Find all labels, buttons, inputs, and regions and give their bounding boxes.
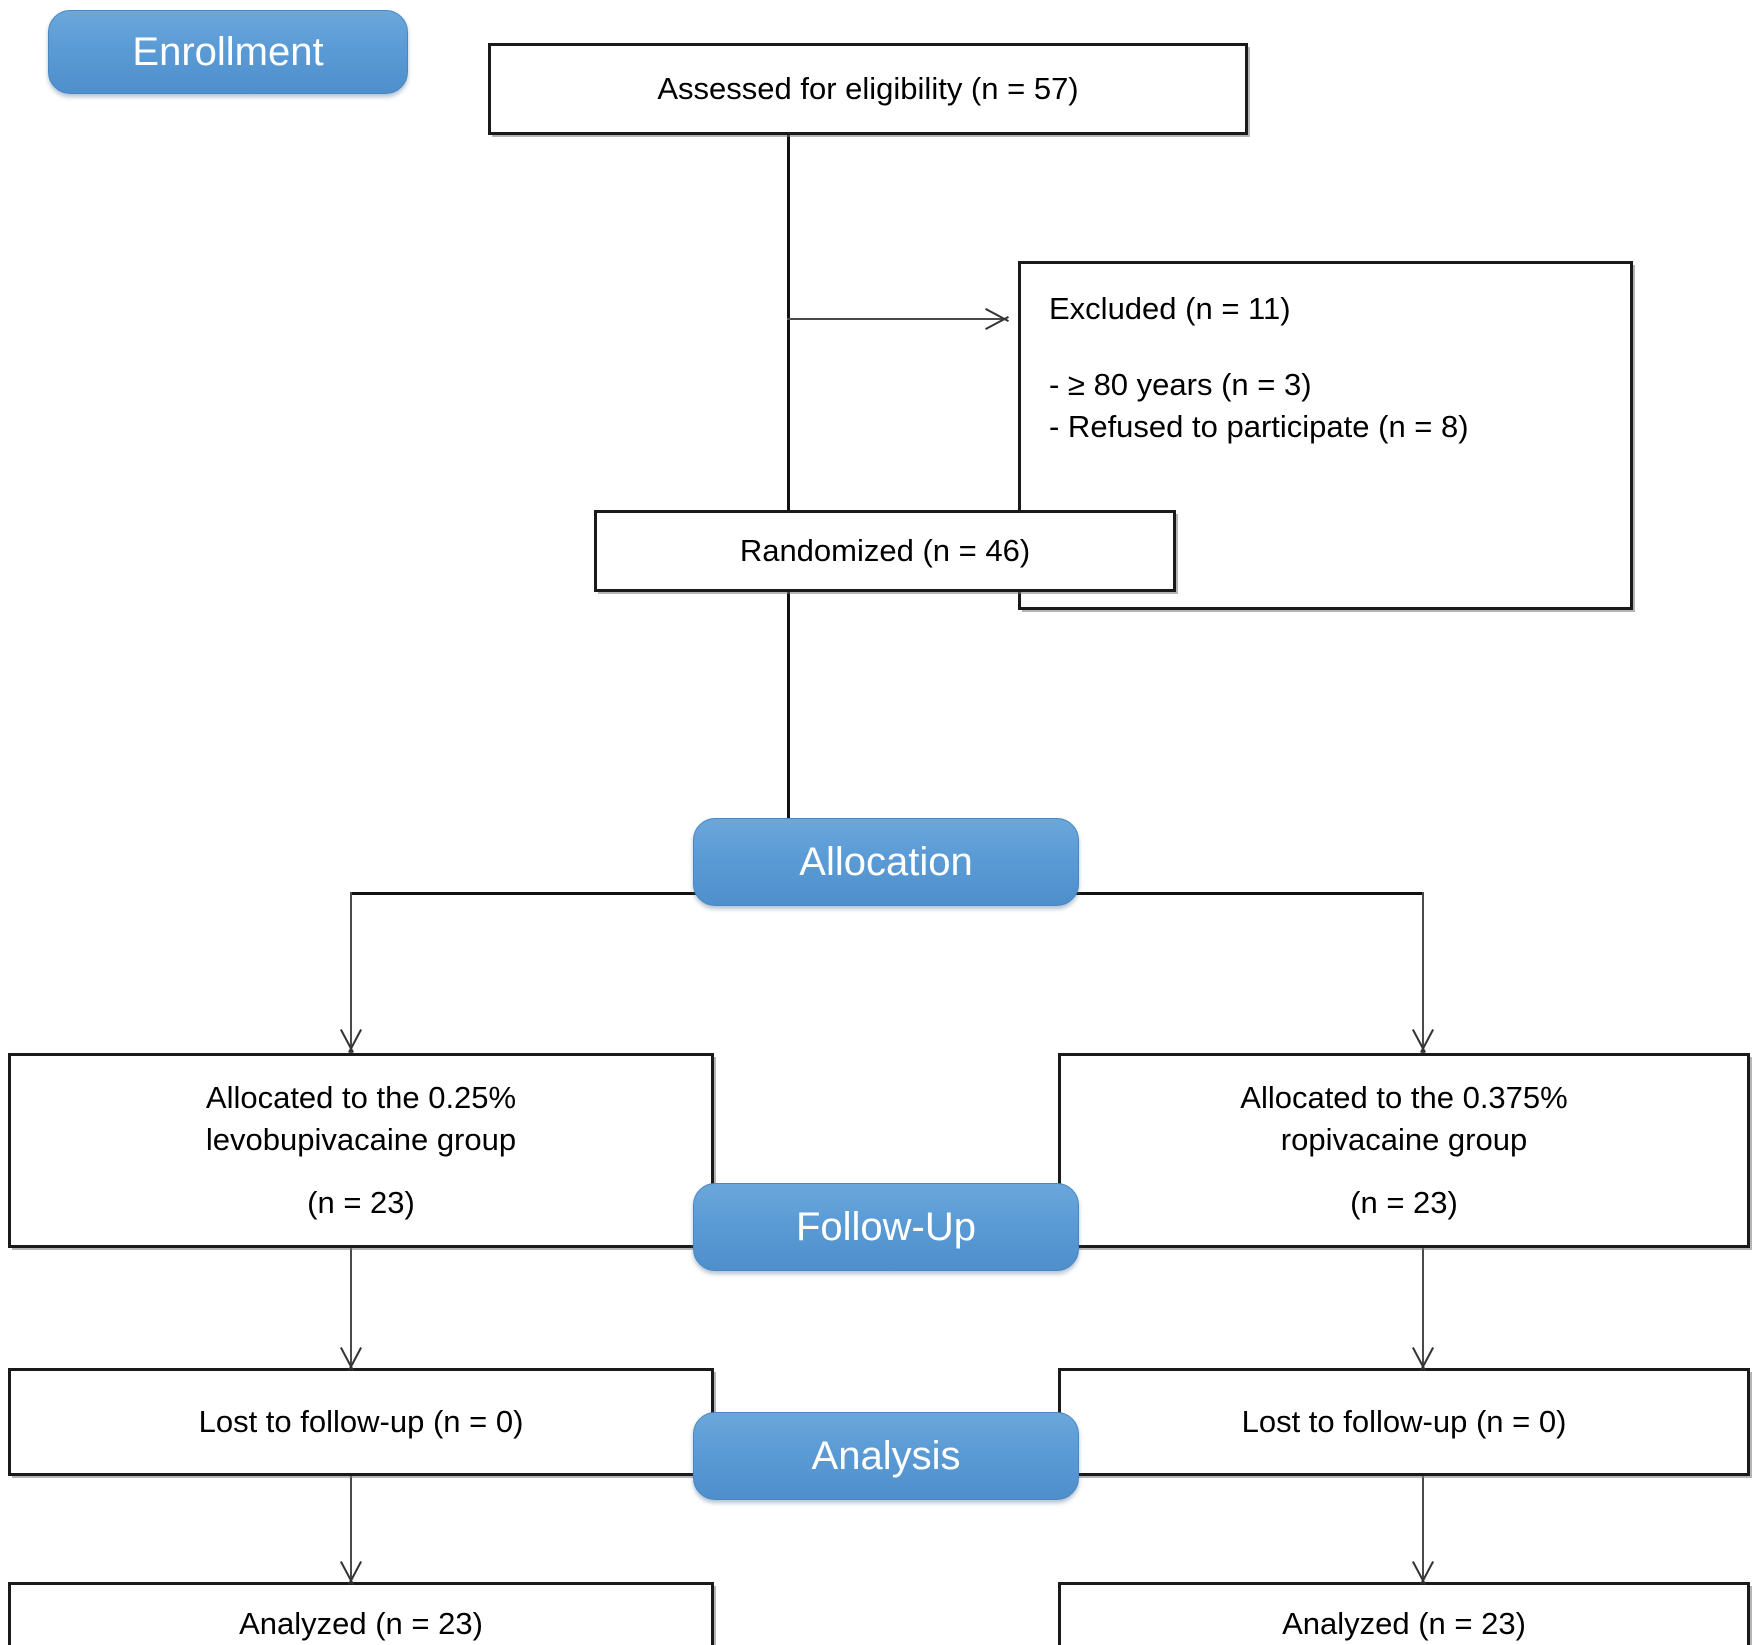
- arrowhead-right-followup: [1410, 1348, 1436, 1370]
- node-allocated-ropivacaine-line2: ropivacaine group: [1280, 1121, 1528, 1157]
- stage-badge-allocation: Allocation: [693, 818, 1079, 906]
- connector-right-followup-to-analysis: [1422, 1476, 1424, 1586]
- node-excluded-reason-refused: - Refused to participate (n = 8): [1049, 408, 1469, 444]
- stage-badge-analysis: Analysis: [693, 1412, 1079, 1500]
- connector-right-allocation-to-followup: [1422, 1248, 1424, 1372]
- arrowhead-right-analysis: [1410, 1562, 1436, 1584]
- connector-left-allocation-to-followup: [350, 1248, 352, 1372]
- node-allocated-levobupivacaine-line2: levobupivacaine group: [205, 1121, 517, 1157]
- arrowhead-left-allocation: [338, 1030, 364, 1052]
- node-assessed-for-eligibility-text: Assessed for eligibility (n = 57): [657, 71, 1079, 107]
- node-allocated-levobupivacaine-line1: Allocated to the 0.25%: [205, 1079, 517, 1115]
- stage-badge-enrollment: Enrollment: [48, 10, 408, 94]
- arrowhead-right-allocation: [1410, 1030, 1436, 1052]
- node-assessed-for-eligibility: Assessed for eligibility (n = 57): [488, 43, 1248, 135]
- node-lost-to-followup-levobupivacaine-text: Lost to follow-up (n = 0): [198, 1404, 524, 1440]
- node-lost-to-followup-ropivacaine-text: Lost to follow-up (n = 0): [1241, 1404, 1567, 1440]
- connector-split-to-right-allocation: [1422, 892, 1424, 1054]
- stage-badge-enrollment-label: Enrollment: [132, 29, 324, 74]
- node-allocated-ropivacaine: Allocated to the 0.375% ropivacaine grou…: [1058, 1053, 1750, 1248]
- arrowhead-left-followup: [338, 1348, 364, 1370]
- node-allocated-ropivacaine-n: (n = 23): [1350, 1185, 1458, 1221]
- node-analyzed-levobupivacaine: Analyzed (n = 23) (For sensory onset tim…: [8, 1582, 714, 1645]
- node-excluded-reason-age: - ≥ 80 years (n = 3): [1049, 366, 1312, 402]
- stage-badge-followup-label: Follow-Up: [795, 1204, 977, 1249]
- node-analyzed-levobupivacaine-line1: Analyzed (n = 23): [239, 1606, 483, 1642]
- node-lost-to-followup-levobupivacaine: Lost to follow-up (n = 0): [8, 1368, 714, 1476]
- connector-assessed-to-randomized: [787, 135, 790, 572]
- stage-badge-analysis-label: Analysis: [811, 1433, 961, 1478]
- node-analyzed-ropivacaine-line1: Analyzed (n = 23): [1282, 1606, 1526, 1642]
- node-randomized: Randomized (n = 46): [594, 510, 1176, 592]
- arrowhead-to-excluded: [986, 306, 1008, 332]
- node-excluded-title: Excluded (n = 11): [1049, 291, 1291, 326]
- node-allocated-levobupivacaine-n: (n = 23): [307, 1185, 415, 1221]
- node-allocated-ropivacaine-line1: Allocated to the 0.375%: [1240, 1079, 1568, 1115]
- stage-badge-followup: Follow-Up: [693, 1183, 1079, 1271]
- stage-badge-allocation-label: Allocation: [799, 839, 973, 884]
- arrowhead-left-analysis: [338, 1562, 364, 1584]
- node-lost-to-followup-ropivacaine: Lost to follow-up (n = 0): [1058, 1368, 1750, 1476]
- connector-left-followup-to-analysis: [350, 1476, 352, 1586]
- node-randomized-text: Randomized (n = 46): [739, 533, 1031, 569]
- node-analyzed-ropivacaine: Analyzed (n = 23) (For sensory onset tim…: [1058, 1582, 1750, 1645]
- connector-randomized-to-split: [787, 592, 790, 894]
- connector-split-to-left-allocation: [350, 892, 352, 1054]
- connector-to-excluded: [787, 318, 1002, 320]
- node-allocated-levobupivacaine: Allocated to the 0.25% levobupivacaine g…: [8, 1053, 714, 1248]
